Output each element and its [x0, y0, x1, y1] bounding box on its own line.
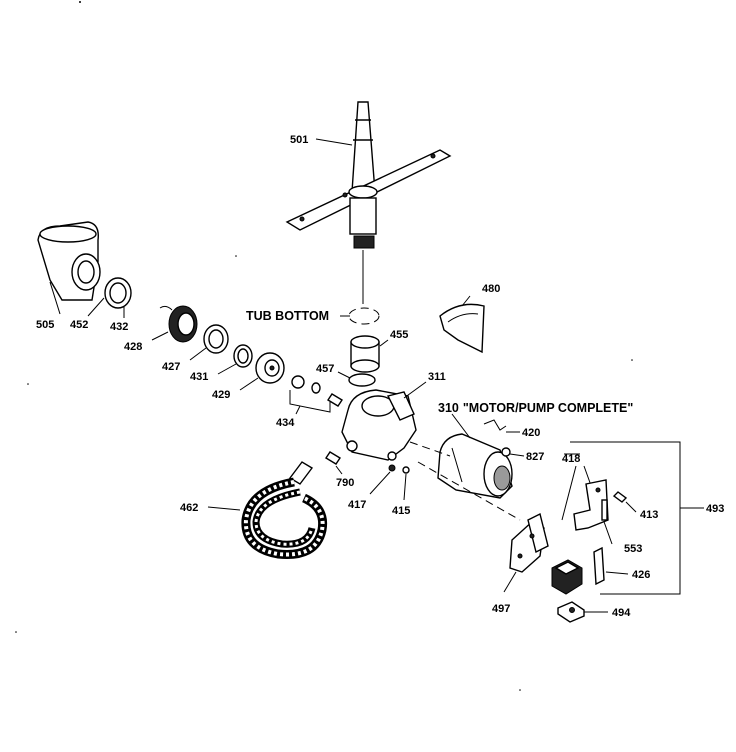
- part-418-bracket[interactable]: [573, 479, 609, 531]
- part-431-gasket[interactable]: [233, 344, 253, 368]
- part-501-spray-arm[interactable]: [285, 101, 452, 249]
- label-553: 553: [624, 543, 642, 555]
- label-420: 420: [522, 427, 540, 439]
- part-553-pin[interactable]: [601, 499, 608, 521]
- label-505: 505: [36, 319, 54, 331]
- part-790-spring[interactable]: [325, 451, 341, 465]
- part-420-clip[interactable]: [483, 419, 507, 431]
- label-426: 426: [632, 569, 650, 581]
- part-solenoid[interactable]: [551, 559, 583, 595]
- part-505-sump[interactable]: [37, 221, 101, 301]
- label-827: 827: [526, 451, 544, 463]
- label-457: 457: [316, 363, 334, 375]
- label-493: 493: [706, 503, 724, 515]
- label-417: 417: [348, 499, 366, 511]
- part-494-clip[interactable]: [557, 601, 585, 623]
- label-431: 431: [190, 371, 208, 383]
- label-418: 418: [562, 453, 580, 465]
- label-497: 497: [492, 603, 510, 615]
- part-415-nut[interactable]: [402, 466, 410, 474]
- label-tub-bottom: TUB BOTTOM: [246, 309, 329, 323]
- label-429: 429: [212, 389, 230, 401]
- label-427: 427: [162, 361, 180, 373]
- part-428-impeller[interactable]: [159, 305, 198, 343]
- scan-specks: [15, 1, 633, 691]
- part-427-ring[interactable]: [203, 324, 229, 354]
- part-455-seal[interactable]: [350, 335, 380, 373]
- label-311: 311: [428, 371, 446, 383]
- part-429-cover[interactable]: [255, 352, 285, 384]
- label-452: 452: [70, 319, 88, 331]
- label-428: 428: [124, 341, 142, 353]
- part-452-clamp[interactable]: [104, 277, 132, 309]
- label-462: 462: [180, 502, 198, 514]
- label-413: 413: [640, 509, 658, 521]
- part-417-washer[interactable]: [388, 464, 396, 472]
- label-310: 310"MOTOR/PUMP COMPLETE": [438, 401, 633, 415]
- label-790: 790: [336, 477, 354, 489]
- part-413-screw[interactable]: [612, 491, 628, 503]
- part-311-pump-housing[interactable]: [341, 389, 417, 461]
- part-480-guard[interactable]: [439, 303, 485, 354]
- label-501: 501: [290, 134, 308, 146]
- part-827-screw[interactable]: [501, 447, 511, 457]
- label-455: 455: [390, 329, 408, 341]
- part-310-motor[interactable]: [437, 433, 513, 499]
- part-462-hose[interactable]: [241, 461, 328, 559]
- label-432: 432: [110, 321, 128, 333]
- label-480: 480: [482, 283, 500, 295]
- label-415: 415: [392, 505, 410, 517]
- label-434: 434: [276, 417, 295, 429]
- part-497-motor-bracket[interactable]: [509, 512, 549, 573]
- part-426-terminal[interactable]: [593, 546, 605, 586]
- part-457-ring[interactable]: [348, 373, 376, 387]
- part-434-fasteners[interactable]: [291, 375, 343, 407]
- label-494: 494: [612, 607, 631, 619]
